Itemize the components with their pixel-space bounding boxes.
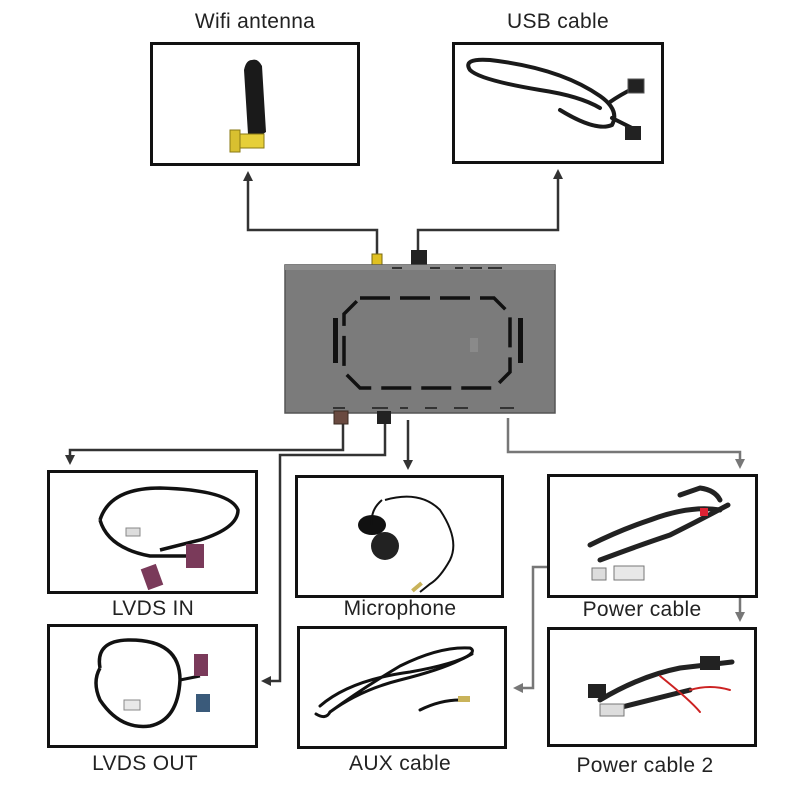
power-cable-label: Power cable: [582, 598, 702, 621]
lvds-out-label: LVDS OUT: [92, 752, 198, 775]
power-cable-frame: [547, 474, 758, 598]
aux-cable-image: [314, 646, 474, 719]
connector-lines: [65, 169, 745, 693]
usb-port: [411, 250, 427, 267]
wifi-connector-line: [243, 171, 379, 255]
usb-cable-label: USB cable: [507, 10, 609, 33]
microphone-image: [358, 495, 455, 593]
lvds-in-image: [98, 486, 240, 591]
microphone-frame: [295, 475, 504, 598]
usb-cable-frame: [452, 42, 664, 164]
lvds-in-connector-line: [65, 422, 345, 465]
lvds-out-connector-line: [261, 420, 387, 686]
main-module: [284, 250, 556, 425]
wifi-antenna-label: Wifi antenna: [194, 10, 316, 33]
lvds-out-image: [94, 638, 210, 729]
power-cable-2-image: [588, 656, 735, 717]
usb-cable-image: [466, 57, 645, 140]
power-connector-line: [506, 418, 745, 469]
power-cable-2-frame: [547, 627, 757, 747]
aux-cable-frame: [297, 626, 507, 749]
usb-connector-line: [416, 169, 563, 255]
microphone-label: Microphone: [343, 597, 457, 620]
aux-cable-label: AUX cable: [349, 752, 451, 775]
power-cable-image: [587, 485, 731, 581]
power-cable-2-label: Power cable 2: [576, 754, 714, 777]
lvds-out-port: [377, 411, 391, 424]
aux-connector-line: [513, 565, 547, 693]
lvds-out-frame: [47, 624, 258, 748]
wifi-antenna-image: [229, 59, 266, 153]
lvds-in-port: [333, 410, 349, 425]
lvds-in-label: LVDS IN: [111, 597, 195, 620]
module-body: [284, 264, 556, 414]
